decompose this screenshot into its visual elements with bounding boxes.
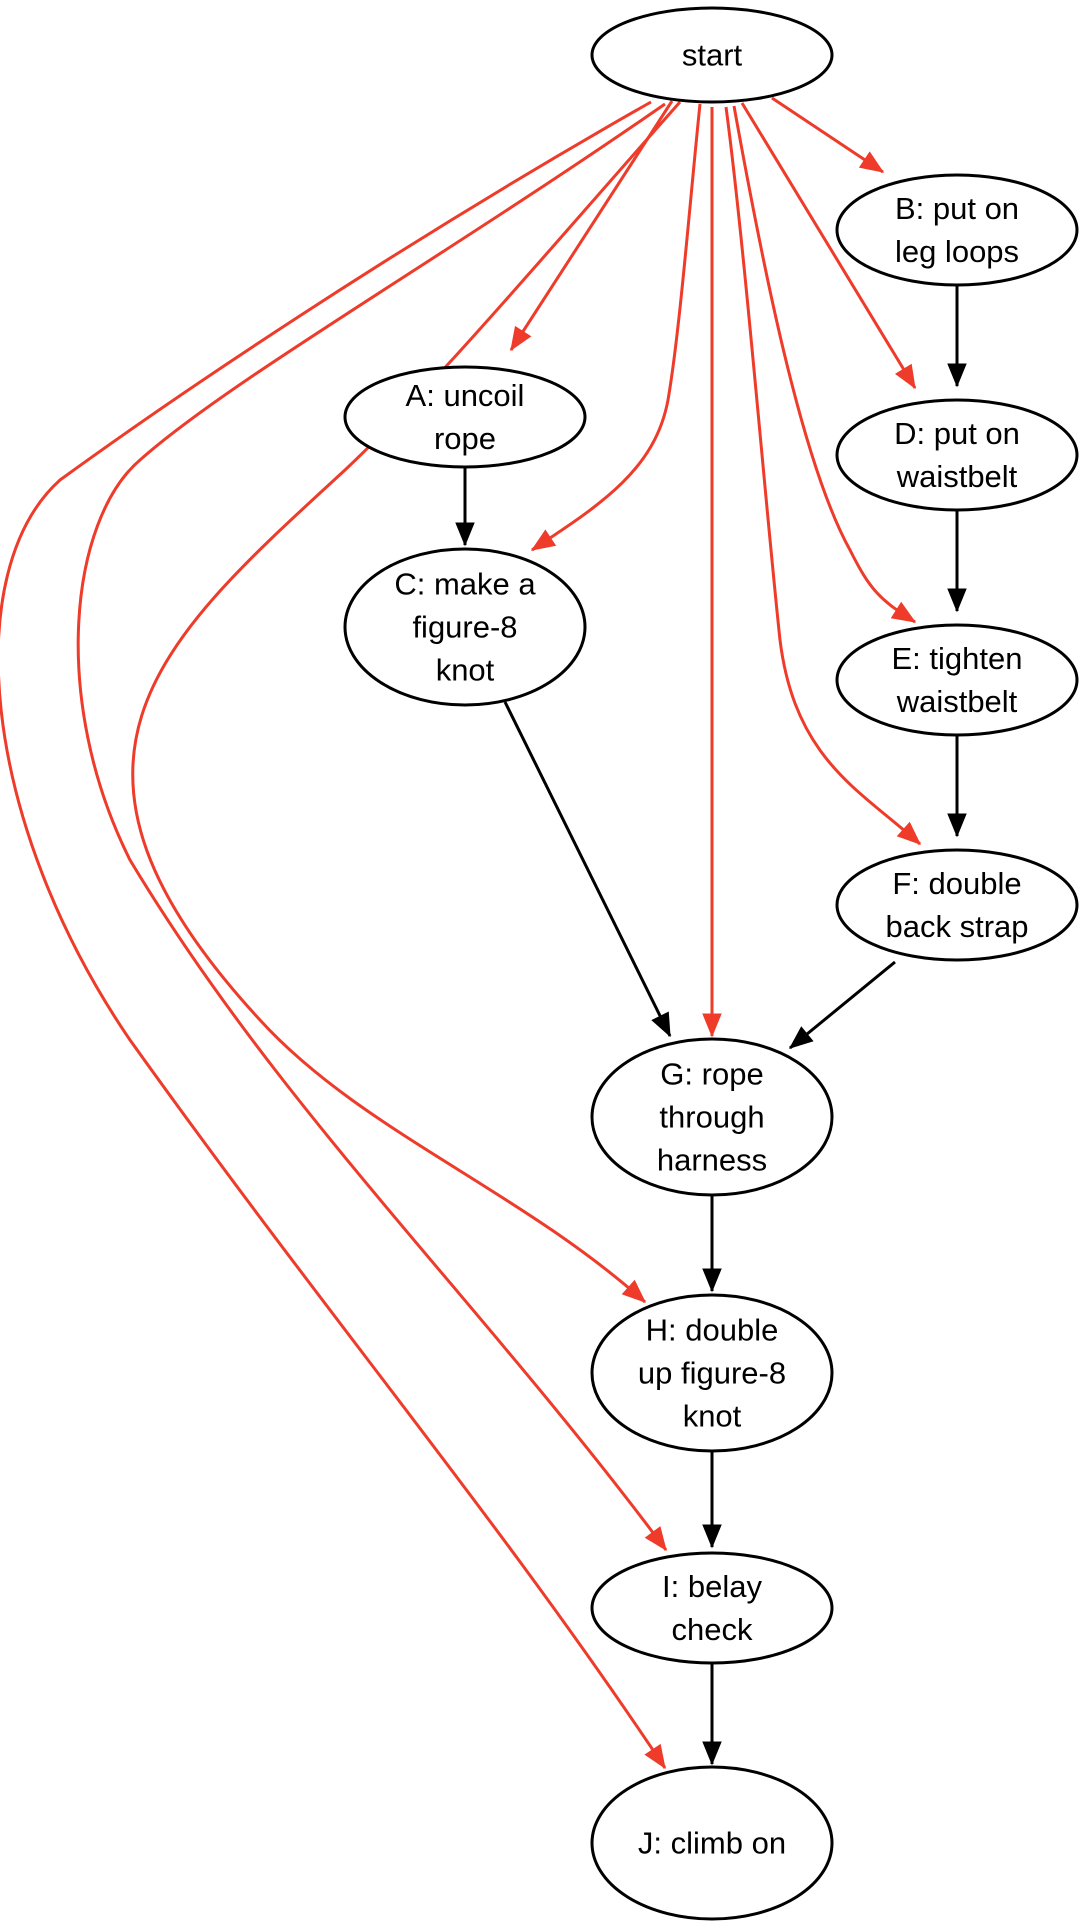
edge-start-to-f [724, 106, 922, 846]
node-i: I: belay check [590, 1551, 834, 1665]
edge-line [131, 101, 682, 1304]
node-label-line: up figure-8 [638, 1356, 786, 1391]
node-f: F: double back strap [835, 848, 1079, 962]
edge-start-to-i [76, 102, 668, 1552]
node-label-line: I: belay [662, 1569, 762, 1604]
arrowhead [644, 1526, 667, 1552]
node-shape [343, 365, 587, 469]
node-label-line: check [672, 1612, 753, 1647]
node-shape [590, 1293, 834, 1453]
node-d: D: put on waistbelt [835, 398, 1079, 512]
node-shape [835, 623, 1079, 737]
node-label-line: waistbelt [896, 459, 1018, 494]
arrowhead [890, 601, 917, 623]
node-shape [590, 1551, 834, 1665]
edge-line [740, 102, 917, 389]
arrowhead [702, 1013, 722, 1038]
node-label-line: leg loops [895, 234, 1019, 269]
node-shape [590, 1037, 834, 1197]
node-label-line: start [682, 38, 743, 73]
edge-line [724, 106, 922, 846]
edge-line [789, 960, 896, 1050]
edge-a-to-c [455, 468, 475, 547]
node-j: J: climb on [590, 1765, 834, 1921]
arrowhead [510, 325, 532, 352]
arrowhead [651, 1011, 671, 1038]
edge-line [732, 105, 916, 624]
node-label-line: A: uncoil [406, 378, 525, 413]
node-shape [343, 547, 587, 707]
node-g: G: rope through harness [590, 1037, 834, 1197]
node-label-line: G: rope [660, 1057, 763, 1092]
node-b: B: put on leg loops [835, 173, 1079, 287]
node-label-line: harness [657, 1143, 767, 1178]
edge-b-to-d [947, 286, 967, 388]
node-label-line: waistbelt [896, 684, 1018, 719]
node-shape [590, 1765, 834, 1921]
arrowhead [702, 1524, 722, 1549]
node-shape [835, 173, 1079, 287]
arrowhead [702, 1741, 722, 1766]
node-label-line: B: put on [895, 191, 1019, 226]
arrowhead [947, 813, 967, 838]
node-shape [835, 848, 1079, 962]
arrowhead [702, 1268, 722, 1293]
edge-f-to-g [788, 960, 896, 1050]
node-shape [835, 398, 1079, 512]
node-label-line: D: put on [894, 416, 1020, 451]
edge-g-to-h [702, 1196, 722, 1293]
arrowhead [644, 1743, 666, 1770]
arrowhead [530, 529, 557, 551]
arrowhead [788, 1026, 814, 1049]
edge-h-to-i [702, 1452, 722, 1549]
edge-line [503, 701, 672, 1037]
edge-d-to-e [947, 511, 967, 613]
edge-start-to-h [131, 101, 682, 1304]
edge-e-to-f [947, 736, 967, 838]
node-label-line: back strap [885, 909, 1028, 944]
node-label-line: rope [434, 421, 496, 456]
edge-start-to-e [732, 105, 917, 624]
edge-start-to-j [0, 100, 667, 1770]
arrowhead [947, 363, 967, 388]
node-label-line: knot [436, 653, 495, 688]
node-e: E: tighten waistbelt [835, 623, 1079, 737]
edge-c-to-g [503, 701, 672, 1038]
node-shape [590, 6, 834, 104]
edge-start-to-g [702, 107, 722, 1038]
node-label-line: J: climb on [638, 1826, 786, 1861]
arrowhead [947, 588, 967, 613]
node-label-line: H: double [646, 1313, 779, 1348]
node-c: C: make a figure-8 knot [343, 547, 587, 707]
edge-i-to-j [702, 1664, 722, 1766]
arrowhead [858, 151, 885, 173]
node-label-line: knot [683, 1399, 742, 1434]
edge-start-to-b [771, 96, 885, 174]
node-label-line: through [659, 1100, 764, 1135]
arrowhead [896, 821, 921, 845]
arrowhead [894, 363, 916, 390]
arrowhead [455, 522, 475, 547]
arrowhead [621, 1279, 646, 1303]
edge-start-to-c [530, 103, 702, 552]
edge-line [0, 100, 667, 1769]
node-label-line: figure-8 [412, 610, 517, 645]
nodes-layer: start A: uncoil rope B: put on leg loops C: m… [343, 6, 1079, 1921]
edge-line [531, 103, 702, 552]
node-label-line: E: tighten [892, 641, 1023, 676]
node-a: A: uncoil rope [343, 365, 587, 469]
node-start: start [590, 6, 834, 104]
node-h: H: double up figure-8 knot [590, 1293, 834, 1453]
edge-line [76, 102, 668, 1551]
node-label-line: C: make a [394, 567, 536, 602]
node-label-line: F: double [892, 866, 1021, 901]
edge-start-to-d [740, 102, 917, 390]
edges-layer [0, 96, 967, 1770]
